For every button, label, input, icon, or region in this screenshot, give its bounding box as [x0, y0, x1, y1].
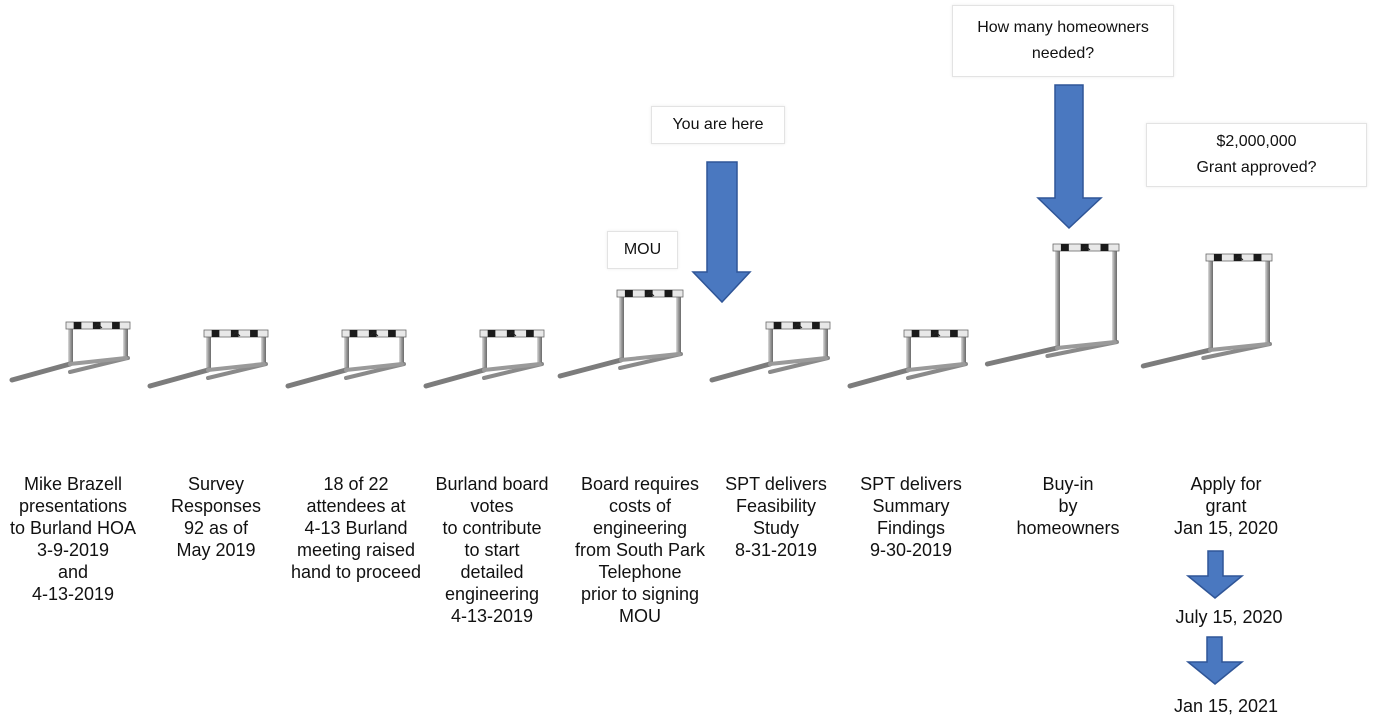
step-caption-5: Board requires costs of engineering from… [574, 474, 706, 626]
grant-date-arrow-1 [1185, 550, 1245, 599]
step-caption-3: 18 of 22 attendees at 4-13 Burland meeti… [290, 474, 422, 582]
hurdle-2 [147, 329, 269, 389]
step-caption-9: Apply for grant Jan 15, 2020 [1173, 474, 1279, 538]
hurdle-3 [285, 329, 407, 389]
homeowners-needed-callout: How many homeowners needed? [952, 5, 1174, 77]
step-caption-8: Buy-in by homeowners [1016, 474, 1120, 538]
step-caption-4: Burland board votes to contribute to sta… [435, 474, 549, 626]
step-caption-2: Survey Responses 92 as of May 2019 [170, 474, 262, 560]
step-caption-1: Mike Brazell presentations to Burland HO… [9, 474, 137, 604]
hurdle-1 [9, 321, 131, 383]
you-are-here-arrow [691, 161, 752, 304]
you-are-here-callout: You are here [651, 106, 785, 144]
hurdle-7 [847, 329, 969, 389]
step-caption-6: SPT delivers Feasibility Study 8-31-2019 [725, 474, 827, 560]
hurdle-8 [984, 243, 1120, 367]
homeowners-arrow [1036, 84, 1103, 230]
hurdle-9 [1140, 253, 1273, 369]
grant-callout: $2,000,000 Grant approved? [1146, 123, 1367, 187]
hurdle-4 [423, 329, 545, 389]
grant-date-arrow-2 [1185, 636, 1245, 685]
grant-date-2: Jan 15, 2021 [1173, 696, 1279, 716]
step-caption-7: SPT delivers Summary Findings 9-30-2019 [860, 474, 962, 560]
grant-date-1: July 15, 2020 [1175, 607, 1283, 627]
hurdle-5 [557, 289, 684, 379]
mou-callout: MOU [607, 231, 678, 269]
hurdle-6 [709, 321, 831, 383]
